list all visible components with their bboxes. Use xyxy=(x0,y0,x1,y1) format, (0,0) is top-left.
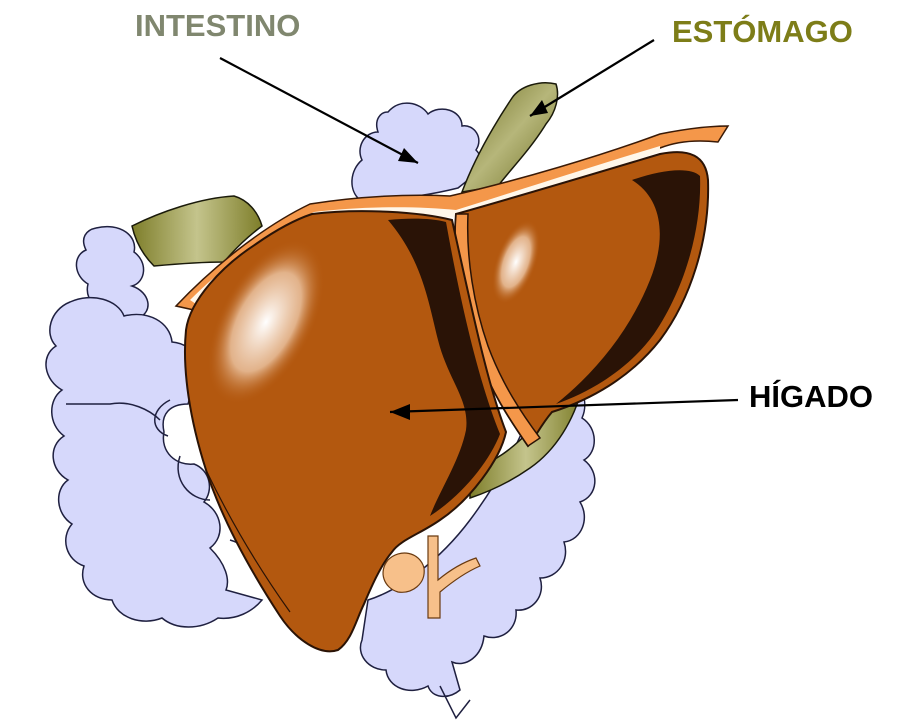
intestine-pointer xyxy=(220,58,418,163)
stomach-pointer xyxy=(530,40,654,116)
stomach-label: ESTÓMAGO xyxy=(672,16,853,47)
intestine-label: INTESTINO xyxy=(135,10,300,41)
liver-label: HÍGADO xyxy=(749,381,873,412)
